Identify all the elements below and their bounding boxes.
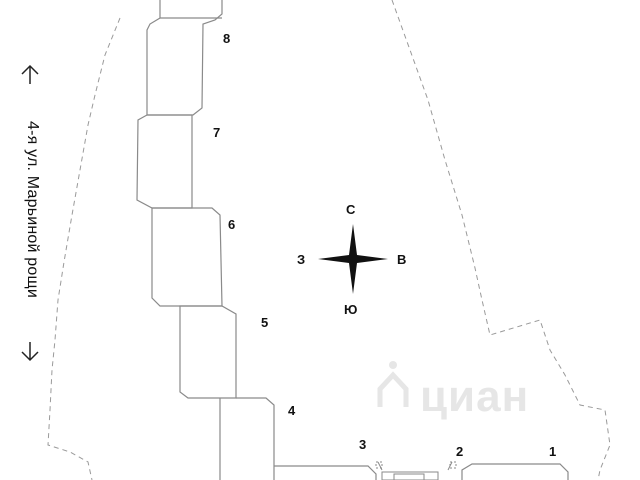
compass-north-label: С <box>346 202 356 217</box>
building-number-4: 4 <box>288 403 296 418</box>
building-number-7: 7 <box>213 125 221 140</box>
building-number-6: 6 <box>228 217 236 232</box>
building-number-8: 8 <box>223 31 231 46</box>
arrow-down-icon <box>21 342 39 362</box>
building-7-outline <box>136 114 193 209</box>
building-3-outline <box>274 465 377 480</box>
territory-boundary-east <box>391 0 611 480</box>
compass-south-label: Ю <box>344 302 358 317</box>
entrance-structure <box>375 461 457 480</box>
building-number-3: 3 <box>359 437 367 452</box>
street-label: 4-я ул. Марьиной рощи <box>24 121 41 299</box>
building-4-outline <box>219 397 275 480</box>
territory-boundary <box>47 17 121 480</box>
building-number-1: 1 <box>549 444 557 459</box>
building-6-outline <box>151 207 223 307</box>
compass-rose-icon <box>318 224 388 294</box>
building-1-outline <box>461 463 569 480</box>
compass-east-label: В <box>397 252 407 267</box>
building-number-2: 2 <box>456 444 464 459</box>
building-8-outline <box>146 0 223 116</box>
building-5-outline <box>179 305 237 399</box>
compass-west-label: З <box>297 252 306 267</box>
arrow-up-icon <box>21 64 39 84</box>
building-number-5: 5 <box>261 315 269 330</box>
